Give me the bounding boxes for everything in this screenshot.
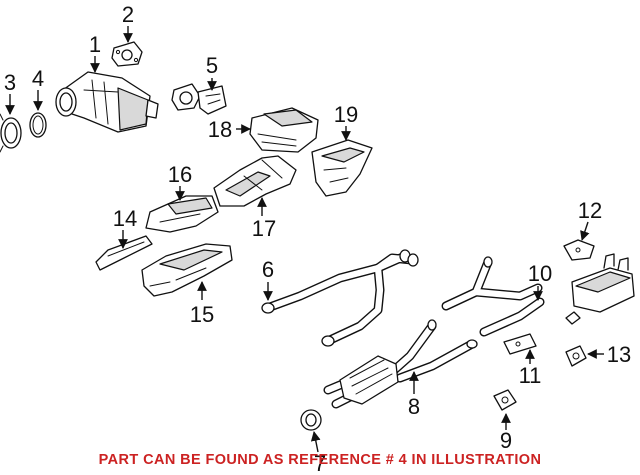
callout-1: 1 [89, 32, 101, 57]
reference-footnote: PART CAN BE FOUND AS REFERENCE # 4 IN IL… [98, 452, 542, 468]
part-9-rubber-hanger[interactable] [493, 389, 517, 411]
part-18-heat-shield[interactable] [249, 107, 319, 153]
part-5-bracket[interactable] [171, 83, 227, 115]
part-11-bracket[interactable] [503, 333, 537, 355]
callout-2: 2 [122, 2, 134, 27]
callout-15: 15 [190, 302, 214, 327]
part-12-hanger-bracket[interactable] [563, 239, 595, 261]
callout-4: 4 [32, 66, 44, 91]
part-16-heat-shield[interactable] [145, 195, 219, 233]
part-15-heat-shield[interactable] [141, 243, 233, 297]
part-1-catalytic-converter[interactable] [55, 71, 159, 133]
callout-19: 19 [334, 102, 358, 127]
callout-9: 9 [500, 428, 512, 453]
callout-6: 6 [262, 257, 274, 282]
leader-lines [5, 26, 604, 453]
part-7-clamp[interactable] [300, 409, 322, 431]
callout-12: 12 [578, 198, 602, 223]
callout-17: 17 [252, 216, 276, 241]
part-19-heat-shield[interactable] [311, 139, 373, 197]
part-14-heat-shield[interactable] [95, 235, 153, 271]
callout-7: 7 [314, 451, 326, 475]
part-6-front-pipe[interactable] [261, 249, 419, 347]
callout-11: 11 [519, 363, 542, 388]
callout-8: 8 [408, 394, 420, 419]
part-2-flange-gasket[interactable] [111, 41, 143, 67]
callout-14: 14 [113, 206, 137, 231]
callout-5: 5 [206, 53, 218, 78]
part-3-clamp[interactable] [0, 113, 22, 153]
part-4-gasket[interactable] [29, 112, 47, 138]
part-10-rear-muffler[interactable] [441, 253, 635, 337]
callout-10: 10 [528, 261, 552, 286]
part-17-heat-shield[interactable] [213, 155, 297, 207]
callout-13: 13 [607, 342, 631, 367]
callout-labels: 1 2 3 4 5 18 19 16 17 14 15 6 8 7 9 10 1… [4, 2, 631, 475]
part-13-rubber-hanger[interactable] [565, 345, 587, 367]
callout-18: 18 [208, 117, 232, 142]
callout-16: 16 [168, 162, 192, 187]
callout-3: 3 [4, 70, 16, 95]
